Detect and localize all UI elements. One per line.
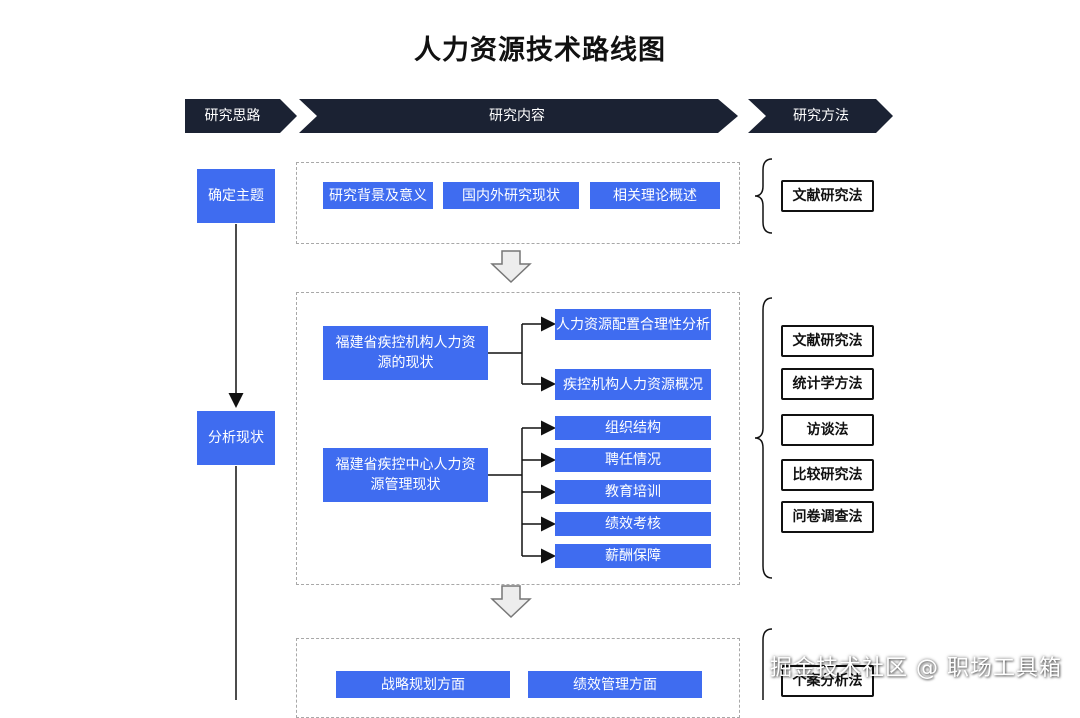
s2-a-item-allocation: 人力资源配置合理性分析 (555, 309, 711, 340)
watermark: 掘金技术社区 @ 职场工具箱 (770, 656, 1062, 681)
s3-method-case: 个案分析法 (781, 665, 874, 697)
brace-1 (754, 158, 773, 234)
header-label-method: 研究方法 (793, 108, 849, 124)
s1-item-background: 研究背景及意义 (323, 182, 433, 209)
s2-method-statistics: 统计学方法 (781, 368, 874, 400)
down-arrow-2 (490, 585, 532, 619)
header-label-content: 研究内容 (489, 108, 545, 124)
s1-item-research-status: 国内外研究现状 (443, 182, 579, 209)
header-chevron-1 (185, 99, 297, 133)
header-chevron-2 (299, 99, 738, 133)
header-label-thinking: 研究思路 (204, 108, 261, 124)
s2-b-item-training: 教育培训 (555, 480, 711, 504)
s1-item-theory: 相关理论概述 (590, 182, 720, 209)
section-2-box (296, 292, 740, 585)
s2-method-interview: 访谈法 (781, 414, 874, 446)
s3-item-strategy: 战略规划方面 (336, 671, 510, 698)
brace-3 (762, 628, 773, 700)
s2-group-b-title: 福建省疾控中心人力资源管理现状 (323, 448, 488, 502)
stage-analyze-status: 分析现状 (197, 411, 275, 465)
section-1-box (296, 162, 740, 244)
s2-method-survey: 问卷调查法 (781, 501, 874, 533)
connector-lines (228, 158, 773, 700)
s2-b-item-performance: 绩效考核 (555, 512, 711, 536)
s2-group-a-title: 福建省疾控机构人力资源的现状 (323, 326, 488, 380)
header-chevrons (185, 99, 893, 133)
down-arrow-1 (490, 250, 532, 284)
s2-b-item-org: 组织结构 (555, 416, 711, 440)
brace-2 (754, 297, 773, 579)
s2-method-literature: 文献研究法 (781, 325, 874, 357)
stage-determine-topic: 确定主题 (197, 169, 275, 223)
s2-a-item-overview: 疾控机构人力资源概况 (555, 369, 711, 400)
page-title: 人力资源技术路线图 (414, 35, 666, 66)
s2-b-item-salary: 薪酬保障 (555, 544, 711, 568)
s2-method-comparative: 比较研究法 (781, 459, 874, 491)
s3-item-performance: 绩效管理方面 (528, 671, 702, 698)
s1-method: 文献研究法 (781, 180, 874, 212)
header-chevron-3 (748, 99, 893, 133)
s2-b-item-hiring: 聘任情况 (555, 448, 711, 472)
